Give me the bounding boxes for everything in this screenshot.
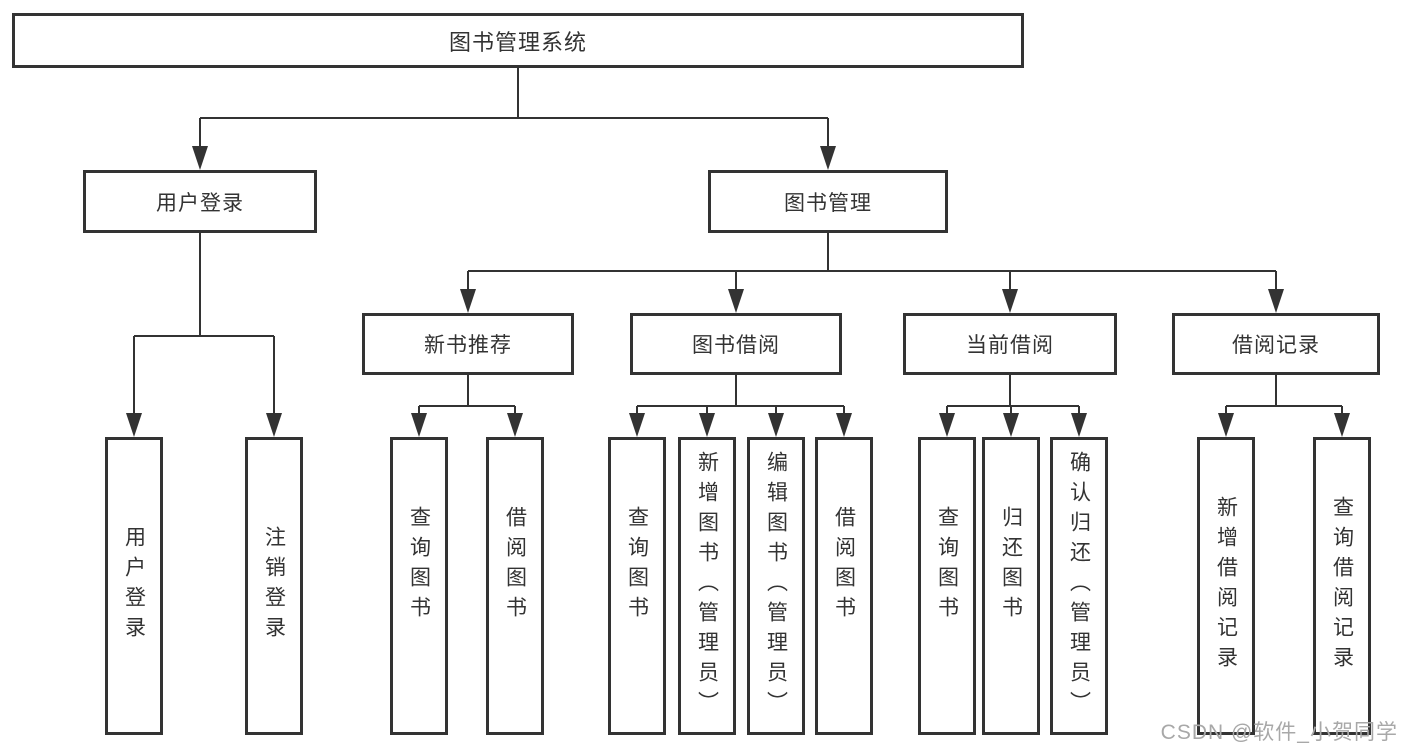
leaf-recommend-borrow-book: 借阅图书 <box>486 437 544 735</box>
connector-user-login-children <box>126 233 282 437</box>
leaf-recommend-query-book: 查询图书 <box>390 437 448 735</box>
arrowhead-icon <box>728 289 744 313</box>
arrowhead-icon <box>1071 413 1087 437</box>
connector-root-to-level2 <box>192 68 836 170</box>
connector-book-borrow-children <box>629 375 852 437</box>
leaf-current-query-book: 查询图书 <box>918 437 976 735</box>
arrowhead-icon <box>507 413 523 437</box>
arrowhead-icon <box>1218 413 1234 437</box>
leaf-borrow-add-book-admin: 新增图书（管理员） <box>678 437 736 735</box>
connector-book-management-children <box>460 233 1284 313</box>
node-current-borrow: 当前借阅 <box>903 313 1117 375</box>
watermark-text: CSDN @软件_小贺同学 <box>1160 721 1398 744</box>
arrowhead-icon <box>1002 289 1018 313</box>
arrowhead-icon <box>126 413 142 437</box>
arrowhead-icon <box>629 413 645 437</box>
leaf-records-add-record: 新增借阅记录 <box>1197 437 1255 735</box>
arrowhead-icon <box>1003 413 1019 437</box>
node-root: 图书管理系统 <box>12 13 1024 68</box>
arrowhead-icon <box>699 413 715 437</box>
connector-borrow-records-children <box>1218 375 1350 437</box>
connector-new-book-children <box>411 375 523 437</box>
leaf-records-query-record: 查询借阅记录 <box>1313 437 1371 735</box>
node-user-login: 用户登录 <box>83 170 317 233</box>
arrowhead-icon <box>411 413 427 437</box>
leaf-borrow-edit-book-admin: 编辑图书（管理员） <box>747 437 805 735</box>
connector-current-borrow-children <box>939 375 1087 437</box>
leaf-borrow-query-book: 查询图书 <box>608 437 666 735</box>
node-borrow-records: 借阅记录 <box>1172 313 1380 375</box>
arrowhead-icon <box>768 413 784 437</box>
leaf-user-login: 用户登录 <box>105 437 163 735</box>
node-book-management: 图书管理 <box>708 170 948 233</box>
arrowhead-icon <box>266 413 282 437</box>
arrowhead-icon <box>460 289 476 313</box>
arrowhead-icon <box>192 146 208 170</box>
arrowhead-icon <box>820 146 836 170</box>
node-book-borrow: 图书借阅 <box>630 313 842 375</box>
leaf-current-return-book: 归还图书 <box>982 437 1040 735</box>
leaf-current-confirm-return-admin: 确认归还（管理员） <box>1050 437 1108 735</box>
node-new-book-recommend: 新书推荐 <box>362 313 574 375</box>
arrowhead-icon <box>1334 413 1350 437</box>
arrowhead-icon <box>939 413 955 437</box>
arrowhead-icon <box>1268 289 1284 313</box>
arrowhead-icon <box>836 413 852 437</box>
leaf-borrow-borrow-book: 借阅图书 <box>815 437 873 735</box>
leaf-logout: 注销登录 <box>245 437 303 735</box>
